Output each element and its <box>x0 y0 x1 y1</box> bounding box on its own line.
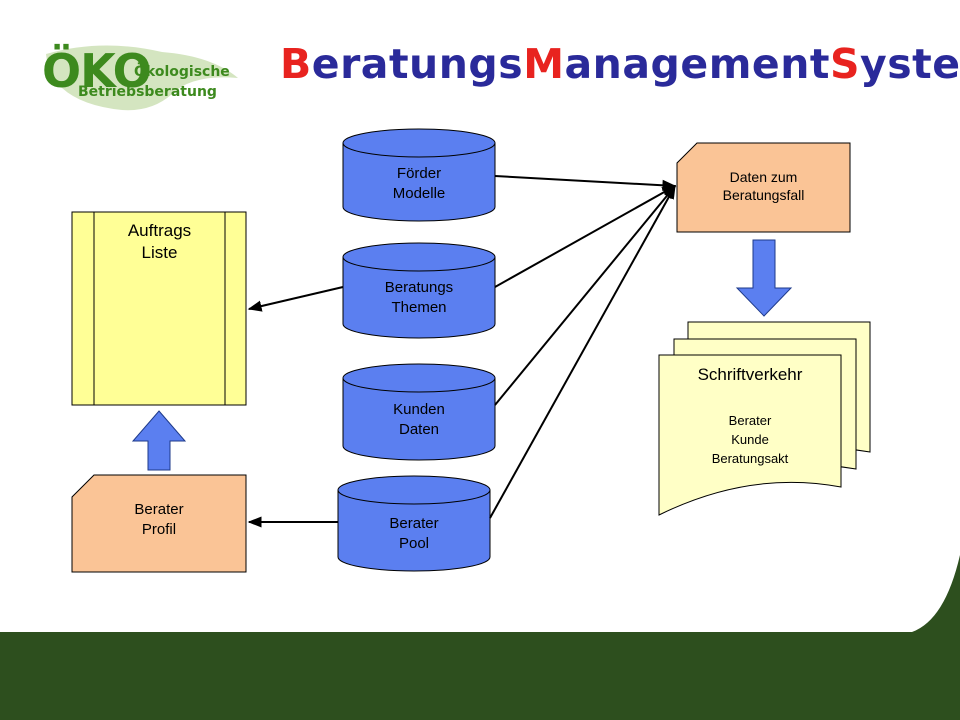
up-arrow <box>131 410 187 471</box>
title-part-1: eratungs <box>311 40 524 88</box>
auftrags-liste-box <box>71 211 247 406</box>
logo-oeko: ÖKO <box>42 44 152 98</box>
down-arrow <box>735 239 793 317</box>
title-part-4: S <box>830 40 861 88</box>
daten-beratungsfall-label: Daten zum Beratungsfall <box>722 169 805 204</box>
auftrags-liste-label: Auftrags Liste <box>127 221 192 263</box>
page-title: BeratungsManagementSystem <box>280 40 960 88</box>
line-kunden-to-daten <box>494 184 676 406</box>
db-foerder-modelle <box>342 128 496 222</box>
db-kunden-daten <box>342 363 496 461</box>
title-part-5: ystem <box>860 40 960 88</box>
line-themen-to-liste <box>247 286 344 312</box>
daten-beratungsfall-doc <box>676 142 851 233</box>
logo: ÖKO Ökologische Betriebsberatung <box>42 44 252 114</box>
db-beratungs-themen <box>342 242 496 339</box>
line-foerder-to-daten <box>494 175 677 191</box>
kunden-daten-label: Kunden Daten <box>393 401 445 438</box>
berater-profil-label: Berater Profil <box>134 501 184 538</box>
line-pool-to-daten <box>489 184 676 519</box>
schriftverkehr-stack <box>658 321 871 516</box>
beratungs-themen-label: Beratungs Themen <box>384 279 454 316</box>
berater-profil-doc <box>71 474 247 573</box>
title-part-3: anagement <box>564 40 831 88</box>
leaf-logo-mark <box>46 45 238 111</box>
line-themen-to-daten <box>494 185 677 288</box>
berater-pool-label: Berater Pool <box>389 515 439 552</box>
logo-line2: Betriebsberatung <box>78 84 217 100</box>
db-berater-pool <box>337 475 491 572</box>
schriftverkehr-items: Berater Kunde Beratungsakt <box>711 413 789 466</box>
foerder-modelle-label: Förder Modelle <box>392 165 446 202</box>
title-part-0: B <box>280 40 312 88</box>
title-part-2: M <box>523 40 565 88</box>
schriftverkehr-title: Schriftverkehr <box>697 365 803 384</box>
footer-green <box>0 555 960 720</box>
logo-line1: Ökologische <box>134 64 230 80</box>
